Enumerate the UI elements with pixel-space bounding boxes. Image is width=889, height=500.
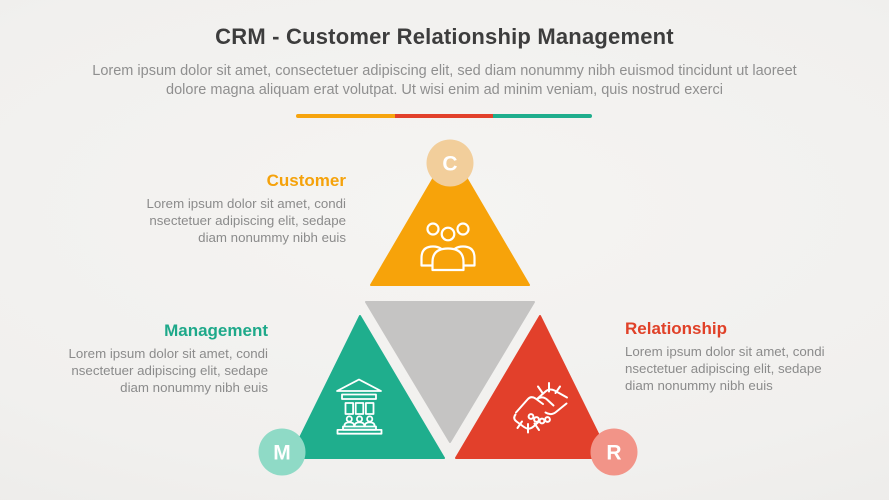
relationship-description: Lorem ipsum dolor sit amet, condi nsecte… bbox=[625, 344, 825, 394]
customer-description: Lorem ipsum dolor sit amet, condi nsecte… bbox=[146, 196, 346, 246]
customer-badge-letter: C bbox=[442, 153, 457, 176]
management-badge-letter: M bbox=[273, 442, 291, 465]
relationship-badge: R bbox=[590, 428, 638, 476]
customer-section: Customer Lorem ipsum dolor sit amet, con… bbox=[138, 171, 346, 246]
customer-label: Customer bbox=[266, 171, 346, 190]
management-label: Management bbox=[164, 321, 268, 340]
accent-divider bbox=[296, 114, 592, 118]
handshake-icon bbox=[513, 382, 568, 434]
page-title: CRM - Customer Relationship Management bbox=[215, 24, 674, 49]
customer-triangle bbox=[370, 149, 530, 286]
management-description: Lorem ipsum dolor sit amet, condi nsecte… bbox=[68, 346, 268, 396]
management-badge: M bbox=[258, 428, 306, 476]
management-triangle bbox=[289, 315, 445, 459]
page-subtitle: Lorem ipsum dolor sit amet, consectetuer… bbox=[92, 63, 797, 98]
divider-segment-orange bbox=[296, 114, 395, 118]
relationship-badge-letter: R bbox=[606, 442, 621, 465]
people-group-icon bbox=[420, 222, 476, 272]
relationship-label: Relationship bbox=[625, 319, 728, 338]
divider-segment-teal bbox=[493, 114, 592, 118]
relationship-triangle bbox=[455, 315, 611, 459]
center-inverted-triangle bbox=[365, 301, 535, 443]
divider-segment-red bbox=[394, 114, 494, 118]
relationship-section: Relationship Lorem ipsum dolor sit amet,… bbox=[625, 319, 837, 394]
management-section: Management Lorem ipsum dolor sit amet, c… bbox=[60, 321, 268, 396]
bank-building-icon bbox=[336, 378, 383, 435]
customer-badge: C bbox=[426, 139, 474, 187]
